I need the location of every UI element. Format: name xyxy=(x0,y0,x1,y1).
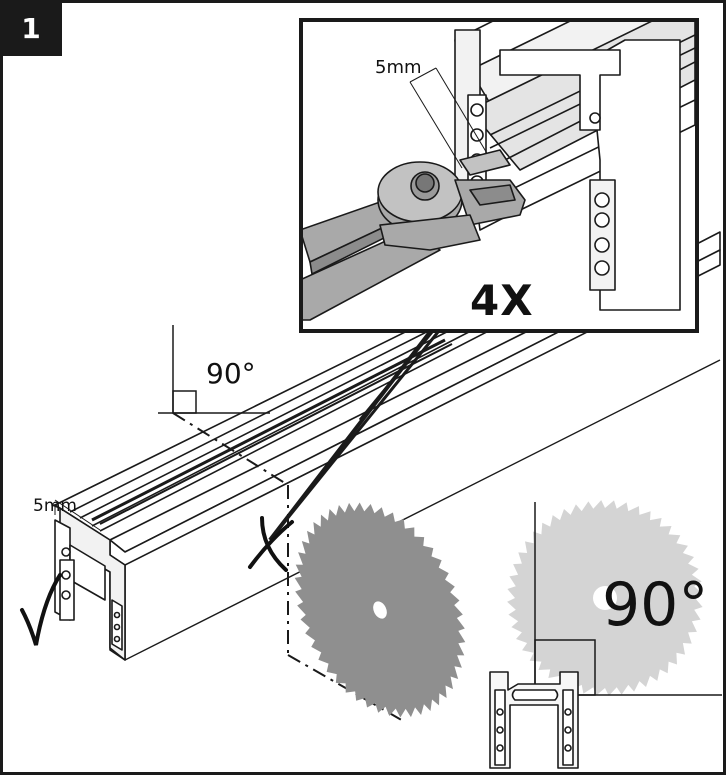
check-mark xyxy=(20,573,62,646)
inset-detail xyxy=(299,18,699,333)
quantity-label: 4X xyxy=(470,276,534,325)
arbor-hole xyxy=(593,586,617,610)
end-profile xyxy=(489,671,579,769)
rail-dimension-label: 5mm xyxy=(33,496,77,516)
saw-blade-angled xyxy=(294,502,466,718)
arbor-hole xyxy=(373,601,387,619)
inset-dimension-label: 5mm xyxy=(375,57,422,78)
saw-blade-flat xyxy=(507,500,703,696)
step-number-badge: 1 xyxy=(0,0,62,56)
callout-lines xyxy=(268,331,440,541)
rail-angle-label: 90° xyxy=(206,357,256,390)
cross-mark xyxy=(248,516,294,572)
saw-angle-label: 90° xyxy=(602,570,709,640)
